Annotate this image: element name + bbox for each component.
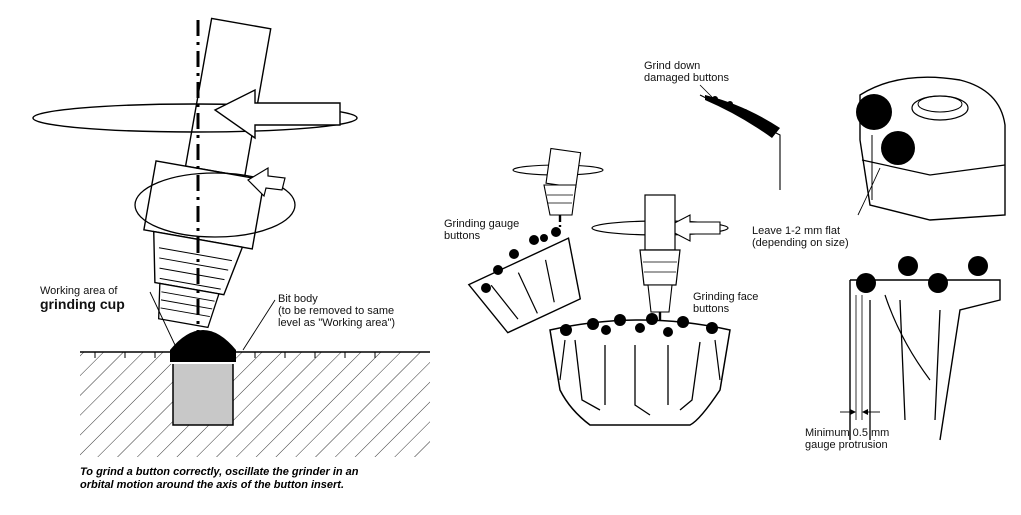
working-area-prefix: Working area of xyxy=(40,285,118,297)
figure-caption: To grind a button correctly, oscillate t… xyxy=(80,466,500,492)
bit-body-note-line-2: level as "Working area") xyxy=(278,317,396,329)
working-area-strong: grinding cup xyxy=(40,296,125,312)
caption-line-2: orbital motion around the axis of the bu… xyxy=(80,479,344,491)
grinding-gauge-line-1: Grinding gauge xyxy=(444,218,520,230)
gauge-flat-diagram xyxy=(856,76,1006,221)
button-insert xyxy=(172,359,234,426)
grinding-gauge-label: Grinding gauge buttons xyxy=(444,218,519,242)
grinding-face-line-2: buttons xyxy=(693,303,730,315)
rotation-ring xyxy=(32,103,358,133)
orbit-arrow-icon xyxy=(247,166,286,198)
leave-flat-label: Leave 1-2 mm flat (depending on size) xyxy=(752,225,849,249)
min-protrusion-line-1: Minimum 0.5 mm xyxy=(805,427,890,439)
bit-body-title: Bit body xyxy=(278,293,318,305)
grinding-gauge-line-2: buttons xyxy=(444,230,481,242)
orbit-ring xyxy=(134,172,296,238)
grinder-tool xyxy=(143,17,272,329)
face-grinding-diagram xyxy=(549,194,731,426)
gauge-grinding-diagram xyxy=(467,147,604,334)
grind-down-line-2: damaged buttons xyxy=(644,72,730,84)
rotation-arrow-icon xyxy=(213,88,341,140)
min-protrusion-line-2: gauge protrusion xyxy=(805,439,888,451)
grind-down-label: Grind down damaged buttons xyxy=(644,60,729,84)
bit-body-section xyxy=(80,352,430,457)
grinding-face-label: Grinding face buttons xyxy=(693,291,758,315)
bit-body-note-line-1: (to be removed to same xyxy=(278,305,395,317)
grind-down-line-1: Grind down xyxy=(644,60,701,72)
leave-flat-line-2: (depending on size) xyxy=(752,237,849,249)
caption-line-1: To grind a button correctly, oscillate t… xyxy=(80,466,359,478)
leave-flat-line-1: Leave 1-2 mm flat xyxy=(752,225,841,237)
working-area-label: Working area of grinding cup xyxy=(40,285,125,312)
button-dome xyxy=(170,330,236,362)
min-protrusion-label: Minimum 0.5 mm gauge protrusion xyxy=(805,427,889,451)
gauge-protrusion-diagram xyxy=(840,256,1001,441)
left-grinding-diagram xyxy=(32,17,430,457)
grinding-face-line-1: Grinding face xyxy=(693,291,759,303)
bit-body-label: Bit body (to be removed to same level as… xyxy=(278,293,395,329)
damaged-button-diagram xyxy=(699,84,781,190)
